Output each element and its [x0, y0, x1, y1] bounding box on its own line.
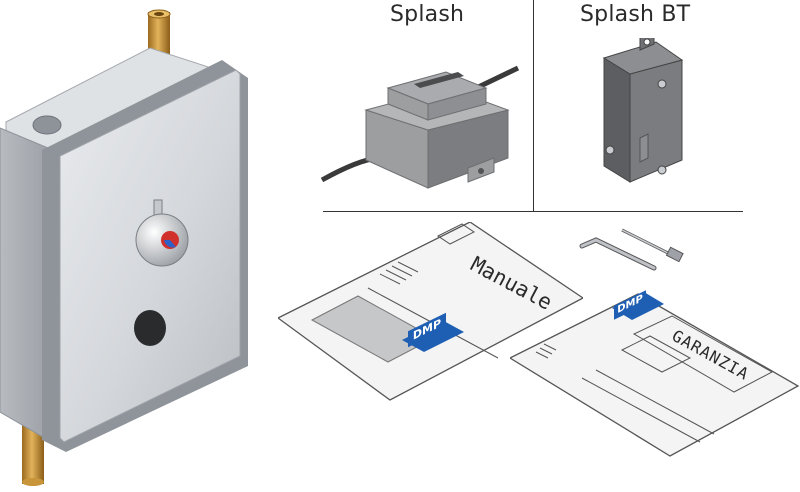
manual-dmp-logo [402, 320, 464, 352]
splash-module [320, 65, 520, 189]
sensor-hole [134, 310, 166, 346]
splash-dmp-logo [414, 72, 464, 88]
splash-bt-module [602, 38, 684, 183]
recessed-box-unit [0, 9, 248, 486]
horizontal-divider [323, 211, 743, 212]
manual-document [278, 222, 583, 401]
mixer-knob [135, 199, 189, 267]
vertical-divider [533, 0, 534, 212]
warranty-document [510, 292, 800, 457]
allen-key-icon [579, 237, 657, 271]
splash-bt-label: Splash BT [580, 2, 691, 27]
sensor-probe-icon [621, 228, 684, 263]
tools [579, 228, 684, 271]
splash-label: Splash [390, 2, 465, 27]
